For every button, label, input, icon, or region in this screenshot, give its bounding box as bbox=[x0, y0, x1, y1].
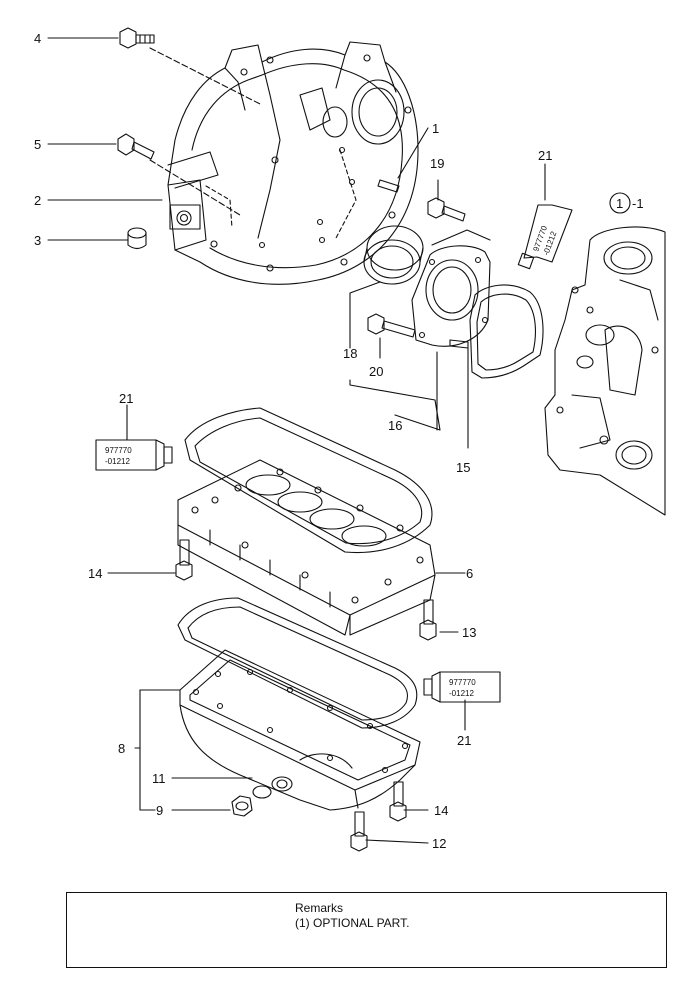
bolt-part-14-lower bbox=[389, 781, 407, 822]
oil-pan-lower-part-8 bbox=[179, 649, 421, 811]
cylinder-block bbox=[544, 226, 666, 516]
callout-12: 12 bbox=[432, 836, 446, 851]
sealant-tube-left bbox=[95, 439, 173, 471]
leader-lines bbox=[47, 37, 546, 844]
callout-14-right: 14 bbox=[434, 803, 448, 818]
tube-label-right-line2: -01212 bbox=[449, 689, 474, 698]
remarks-note: (1) OPTIONAL PART. bbox=[295, 916, 410, 930]
callout-6: 6 bbox=[466, 566, 473, 581]
plug-part-3 bbox=[127, 227, 147, 250]
callout-19: 19 bbox=[430, 156, 444, 171]
bolt-part-12 bbox=[350, 811, 368, 852]
gasket-upper-oil-pan bbox=[184, 407, 433, 554]
bolt-part-14-upper bbox=[175, 539, 193, 581]
optional-part-marker bbox=[609, 192, 631, 214]
bolt-part-4 bbox=[119, 27, 155, 49]
dowel-pin-part-15 bbox=[449, 339, 469, 349]
callout-20: 20 bbox=[369, 364, 383, 379]
dowel-pin-part-1 bbox=[377, 179, 400, 193]
callout-8: 8 bbox=[118, 741, 125, 756]
callout-5: 5 bbox=[34, 137, 41, 152]
bolt-part-20 bbox=[367, 313, 416, 338]
callout-1-1-number: 1 bbox=[616, 196, 623, 211]
callout-11: 11 bbox=[152, 771, 166, 786]
callout-21-top: 21 bbox=[538, 148, 552, 163]
callout-16: 16 bbox=[388, 418, 402, 433]
remarks-box: Remarks (1) OPTIONAL PART. bbox=[66, 892, 667, 968]
callout-9: 9 bbox=[156, 803, 163, 818]
callout-21-left: 21 bbox=[119, 391, 133, 406]
callout-15: 15 bbox=[456, 460, 470, 475]
callout-3: 3 bbox=[34, 233, 41, 248]
tube-label-right-line1: 977770 bbox=[449, 678, 476, 687]
bolt-part-19 bbox=[427, 197, 466, 222]
bolt-part-5 bbox=[117, 133, 155, 160]
callout-18: 18 bbox=[343, 346, 357, 361]
callout-1: 1 bbox=[432, 121, 439, 136]
bolt-part-13 bbox=[419, 599, 437, 641]
callout-14-left: 14 bbox=[88, 566, 102, 581]
oil-pan-upper-part-6 bbox=[177, 459, 436, 636]
flywheel-housing bbox=[167, 41, 419, 285]
callout-13: 13 bbox=[462, 625, 476, 640]
seal-case-part-16 bbox=[411, 245, 491, 347]
callout-1-1-suffix: -1 bbox=[632, 196, 644, 211]
sealant-tube-right bbox=[423, 671, 501, 703]
washer-part-11 bbox=[252, 785, 272, 799]
gasket-seal-case bbox=[469, 284, 544, 379]
remarks-title: Remarks bbox=[295, 901, 344, 915]
callout-4: 4 bbox=[34, 31, 41, 46]
parts-diagram: 4 5 2 3 1 19 21 1 -1 18 20 16 15 21 14 6… bbox=[34, 27, 666, 852]
callout-2: 2 bbox=[34, 193, 41, 208]
drain-plug-part-9 bbox=[231, 795, 253, 817]
tube-label-left-line1: 977770 bbox=[105, 446, 132, 455]
sealant-tube-top bbox=[517, 204, 573, 270]
tube-label-left-line2: -01212 bbox=[105, 457, 130, 466]
gasket-lower-oil-pan bbox=[177, 597, 418, 729]
callout-21-right: 21 bbox=[457, 733, 471, 748]
oil-seal-part-18 bbox=[363, 225, 424, 285]
